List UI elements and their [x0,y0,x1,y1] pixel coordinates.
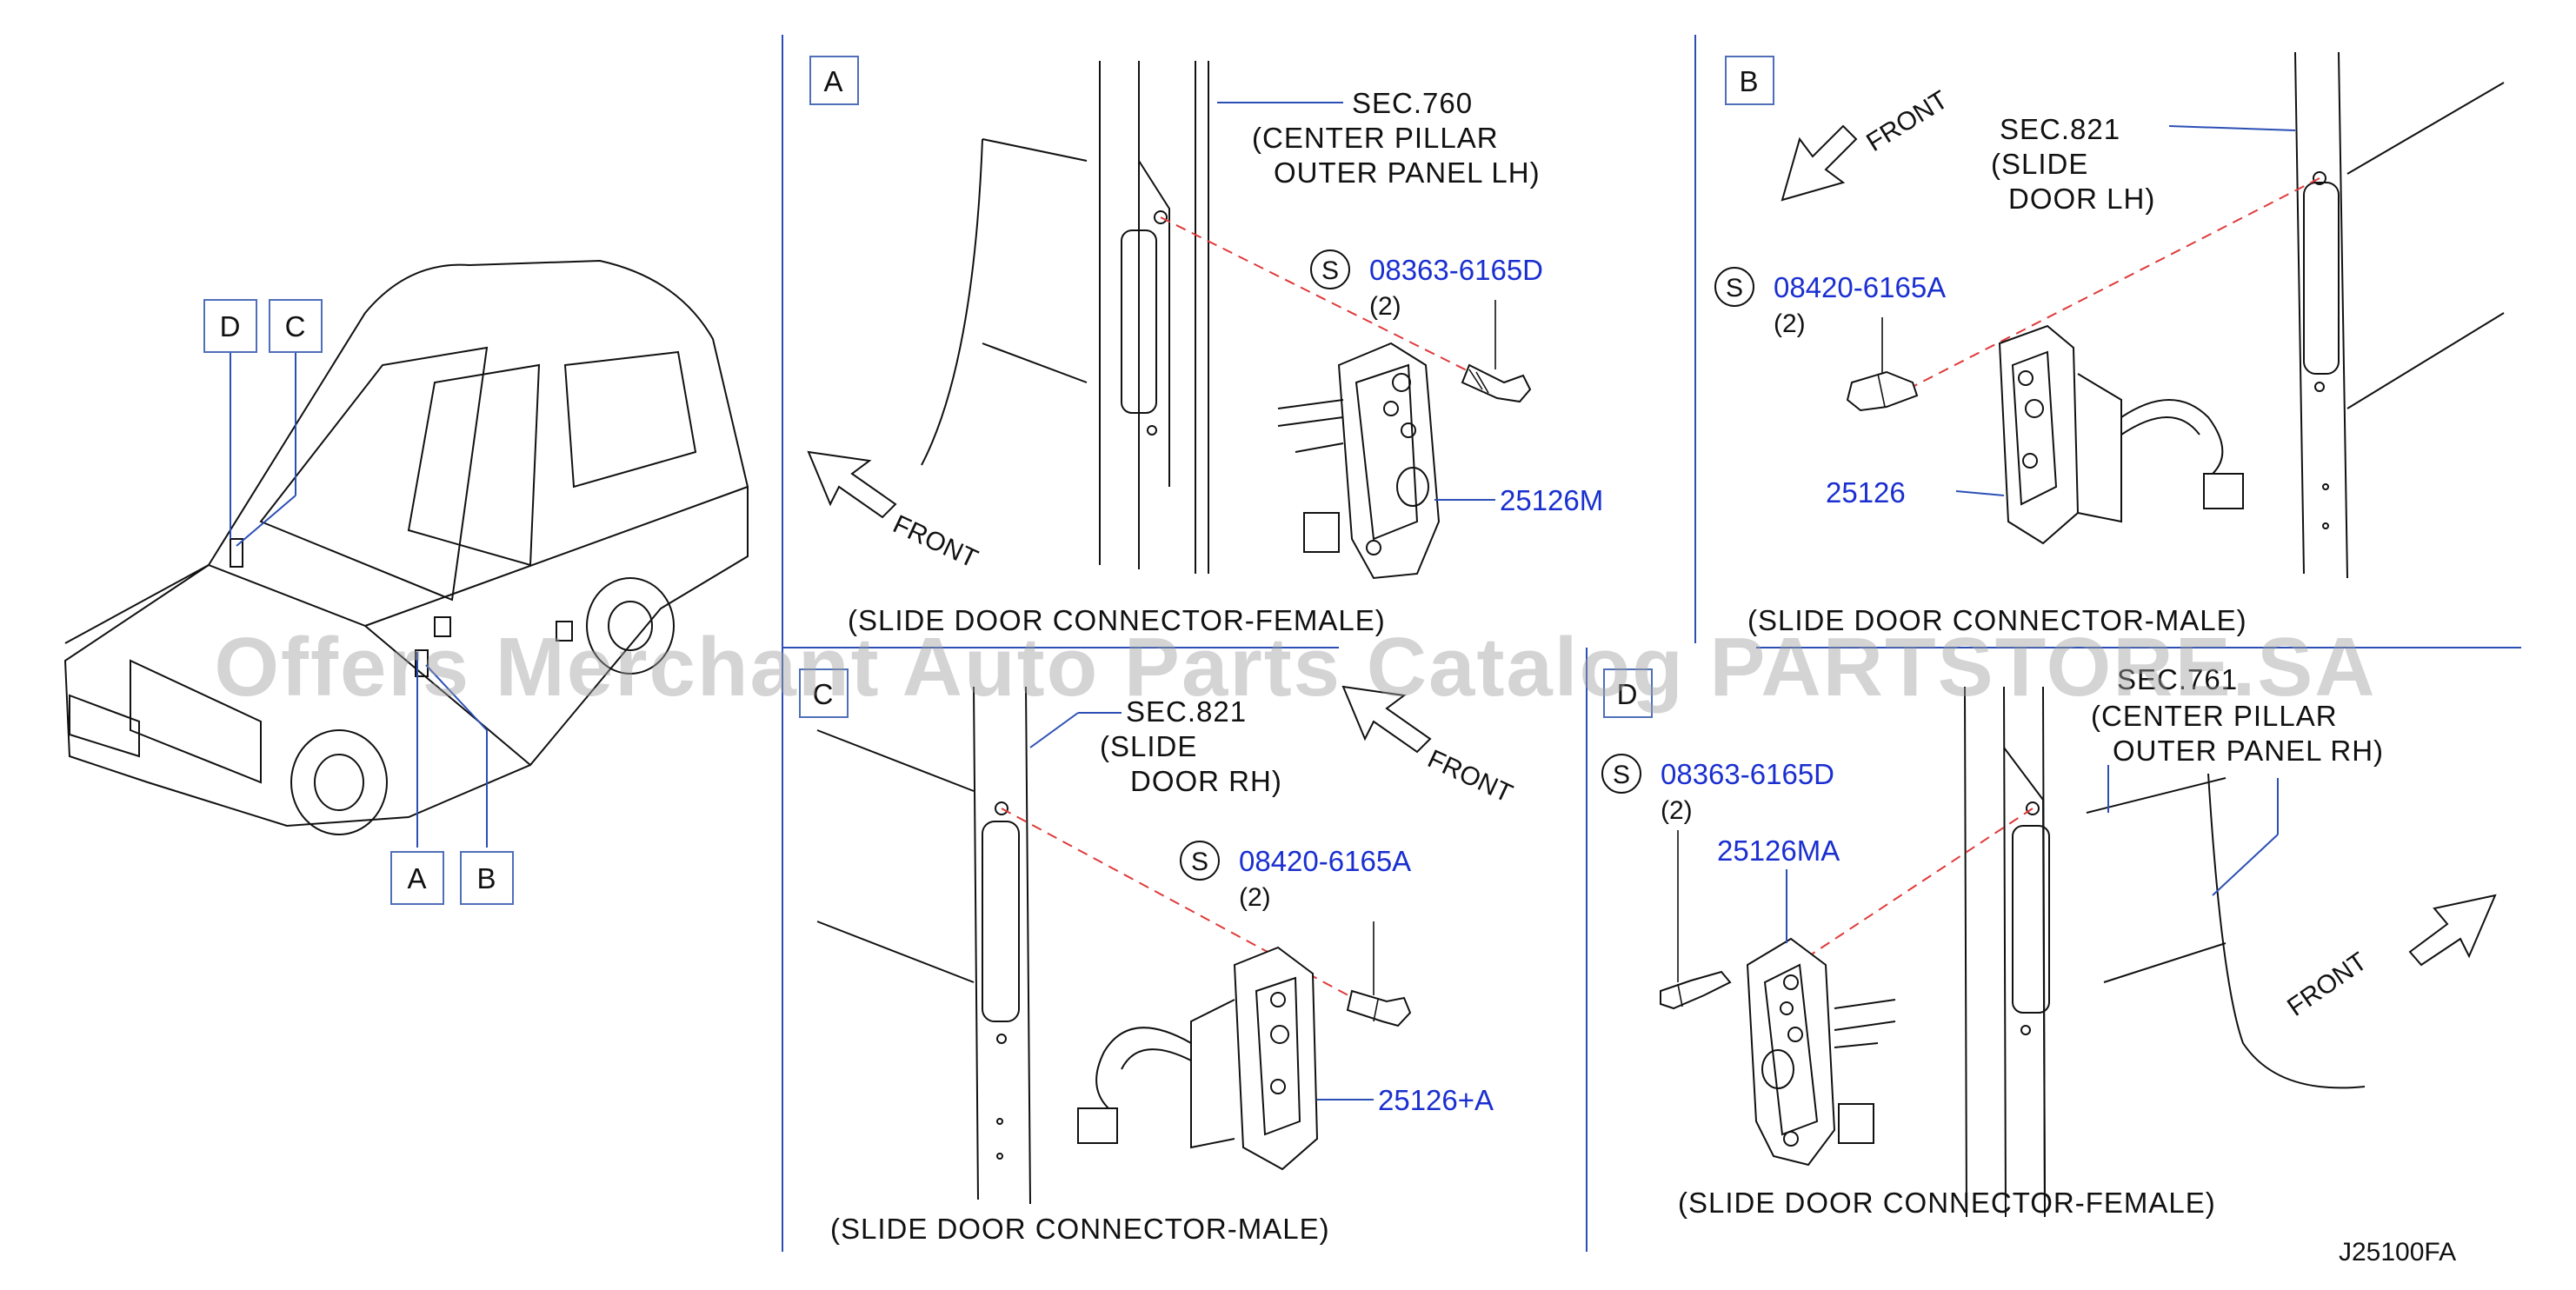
panel-b-bolt [1846,370,1919,412]
svg-text:FRONT: FRONT [2282,947,2373,1021]
svg-text:DOOR LH): DOOR LH) [2008,183,2155,215]
panel-c-front-arrow-icon [1341,685,1432,754]
panel-a-caption: (SLIDE DOOR CONNECTOR-FEMALE) [848,604,1386,636]
svg-text:S: S [1613,761,1630,789]
figure-code: J25100FA [2339,1238,2456,1267]
callout-a: A [390,851,444,905]
svg-text:S: S [1321,256,1339,285]
panel-d-bolt-part: 08363-6165D [1661,758,1834,790]
panel-c-connector [1077,946,1319,1171]
panel-b-mount-line [1903,177,2320,392]
svg-text:C: C [813,678,835,710]
svg-text:OUTER PANEL LH): OUTER PANEL LH) [1274,156,1541,189]
svg-text:(2): (2) [1369,292,1401,321]
van-overview [63,259,749,835]
panel-d-connector-part: 25126MA [1717,835,1840,867]
panel-d-tag [1603,668,1653,718]
callout-c: C [269,299,323,353]
panel-c: C FRONT SEC.821 (SLIDE DOOR RH) S 08420-… [799,668,1517,1245]
svg-text:DOOR RH): DOOR RH) [1130,765,1282,797]
svg-text:A: A [823,65,843,97]
svg-text:OUTER PANEL RH): OUTER PANEL RH) [2113,735,2384,767]
panel-a-mount-line [1160,216,1483,379]
panel-c-s-symbol [1180,841,1220,881]
panel-b-tag [1725,56,1774,105]
svg-text:A: A [407,862,427,894]
panel-a: A SEC.760 (CENTER PILLAR OUTER PANEL LH)… [807,56,1603,636]
panel-d-mount-line [1768,808,2034,983]
panel-a-tag [809,56,859,105]
panel-d-caption: (SLIDE DOOR CONNECTOR-FEMALE) [1678,1187,2216,1219]
panel-a-connector-part: 25126M [1500,484,1603,516]
svg-text:FRONT: FRONT [1423,744,1517,808]
callout-b: B [460,851,514,905]
panel-c-bolt-part: 08420-6165A [1239,845,1411,877]
svg-text:FRONT: FRONT [889,509,982,574]
panel-d-connector [1746,937,1896,1167]
panel-c-caption: (SLIDE DOOR CONNECTOR-MALE) [830,1213,1330,1245]
panel-b-connector-part: 25126 [1826,476,1906,509]
svg-text:FRONT: FRONT [1861,85,1953,157]
panel-b-front-arrow-icon [1781,124,1858,202]
panel-a-bolt-part: 08363-6165D [1369,254,1543,286]
panel-a-bolt [1461,363,1532,403]
panel-d-s-symbol [1601,754,1641,794]
svg-text:B: B [1739,65,1759,97]
svg-text:SEC.761: SEC.761 [2117,663,2238,695]
svg-text:SEC.821: SEC.821 [1126,695,1247,728]
panel-b-bolt-part: 08420-6165A [1774,271,1946,303]
svg-text:S: S [1191,848,1208,876]
svg-text:D: D [1617,678,1639,710]
svg-text:SEC.821: SEC.821 [2000,113,2120,145]
svg-text:C: C [285,310,307,342]
panel-b: B FRONT SEC.821 (SLIDE DOOR LH) S 08420-… [1714,51,2505,636]
panel-c-tag [799,668,849,718]
watermark: Offers Merchant Auto Parts Catalog PARTS… [214,621,2376,714]
panel-a-connector [1277,342,1441,580]
callout-d: D [203,299,257,353]
panel-c-connector-part: 25126+A [1378,1084,1494,1116]
svg-text:D: D [220,310,242,342]
panel-d-front-arrow-icon [2408,894,2497,967]
panel-a-front-arrow-icon [807,450,897,519]
panel-c-bolt [1346,989,1412,1027]
svg-text:(SLIDE: (SLIDE [1100,730,1197,762]
panel-b-s-symbol [1714,267,1754,307]
svg-text:(CENTER PILLAR: (CENTER PILLAR [1252,122,1499,154]
panel-b-connector [1998,324,2244,545]
svg-text:(2): (2) [1774,309,1806,338]
callout-b-leader [425,664,488,731]
svg-text:(2): (2) [1661,796,1693,825]
svg-text:(CENTER PILLAR: (CENTER PILLAR [2091,700,2338,732]
svg-text:B: B [476,862,496,894]
panel-a-s-symbol [1310,249,1350,289]
panel-d: D SEC.761 (CENTER PILLAR OUTER PANEL RH)… [1601,663,2497,1219]
panel-d-bolt [1660,970,1732,1010]
svg-text:SEC.760: SEC.760 [1352,87,1473,119]
svg-text:(SLIDE: (SLIDE [1991,148,2088,180]
svg-text:S: S [1726,274,1743,303]
panel-b-caption: (SLIDE DOOR CONNECTOR-MALE) [1747,604,2247,636]
callout-c-leader-2 [236,495,296,547]
svg-text:(2): (2) [1239,883,1271,912]
